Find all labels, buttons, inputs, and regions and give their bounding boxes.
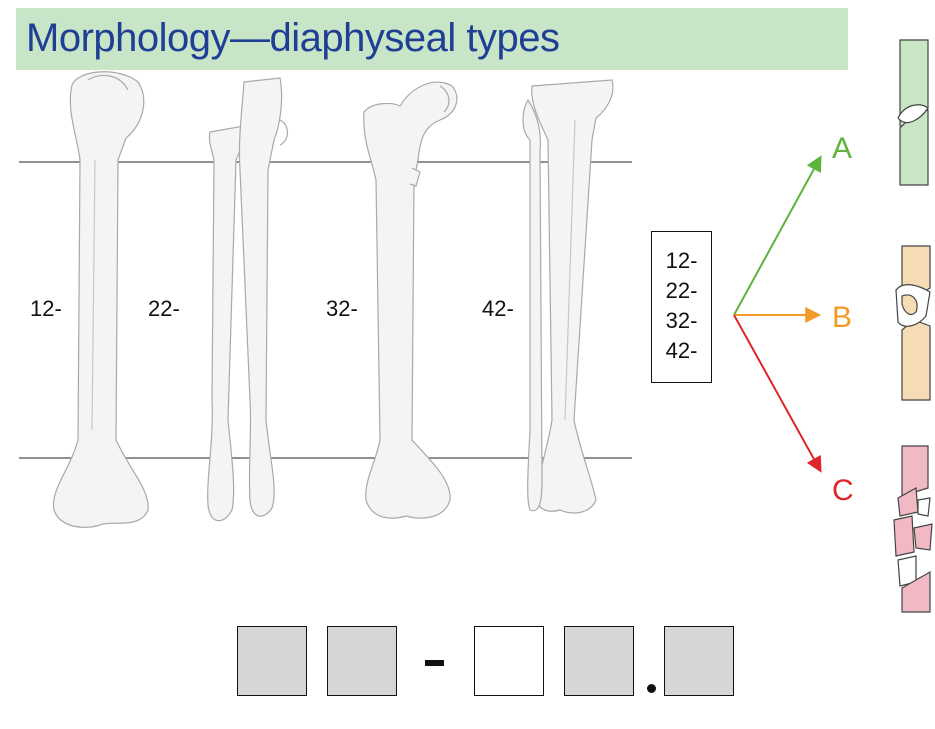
code-box-segment <box>327 626 397 696</box>
code-list-item: 22- <box>665 278 698 303</box>
bone-code-label-22: 22- <box>148 296 180 321</box>
code-box-type <box>474 626 544 696</box>
code-decimal-dot <box>647 684 656 693</box>
type-c-label: C <box>832 474 854 507</box>
fracture-type-b-illustration <box>895 245 931 401</box>
type-a-label: A <box>832 132 853 165</box>
humerus-illustration <box>52 71 149 528</box>
tibia-fibula-illustration <box>522 79 614 514</box>
fracture-type-c-illustration <box>893 445 933 613</box>
bone-code-label-32: 32- <box>326 296 358 321</box>
bone-code-label-12: 12- <box>30 296 62 321</box>
arrow-a <box>733 155 822 316</box>
arrow-c <box>733 314 822 473</box>
radius-ulna-illustration <box>207 77 289 522</box>
code-list-item: 42- <box>665 338 698 363</box>
code-box-group <box>564 626 634 696</box>
type-b-label: B <box>832 301 853 334</box>
page-title: Morphology—diaphyseal types <box>26 16 560 60</box>
title-banner: Morphology—diaphyseal types <box>16 8 848 70</box>
code-separator-dash <box>425 660 444 666</box>
code-list-item: 32- <box>665 308 698 333</box>
bone-code-list-box: 12- 22- 32- 42- <box>651 231 712 383</box>
code-box-bone <box>237 626 307 696</box>
fracture-type-a-illustration <box>897 39 929 186</box>
bone-code-label-42: 42- <box>482 296 514 321</box>
code-box-subgroup <box>664 626 734 696</box>
femur-illustration <box>363 81 458 519</box>
code-list-item: 12- <box>665 248 698 273</box>
